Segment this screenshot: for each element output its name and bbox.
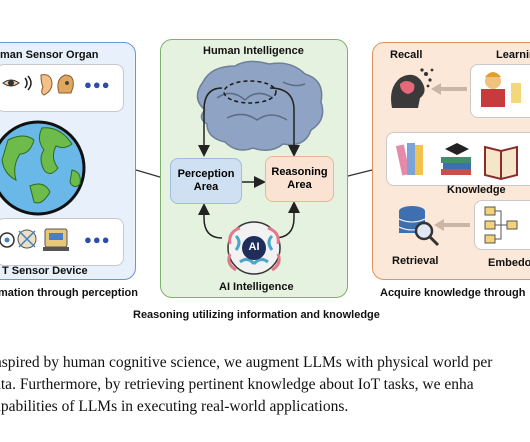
embedding-tree-icon [484, 206, 518, 244]
perception-area-box: Perception Area [170, 158, 242, 204]
head-icon [57, 74, 74, 94]
body-line-2: ata. Furthermore, by retrieving pertinen… [0, 376, 474, 393]
earth-globe-icon [0, 120, 86, 216]
body-line-3: apabilities of LLMs in executing real-wo… [0, 398, 349, 415]
figure-caption: Reasoning utilizing information and know… [133, 309, 380, 321]
body-line-1: nspired by human cognitive science, we a… [0, 354, 493, 371]
reading-student-icon [481, 72, 521, 107]
right-caption: Acquire knowledge through [380, 287, 526, 299]
retrieval-label: Retrieval [392, 255, 439, 267]
body-paragraph: nspired by human cognitive science, we a… [0, 352, 530, 418]
sensor-icon [0, 232, 15, 248]
sensor-device-icons [0, 228, 69, 251]
embedding-label: Embedo [488, 257, 530, 269]
more-dots-bottom: ●●● [84, 232, 111, 247]
satellite-icon [17, 229, 37, 249]
sensor-organ-box [0, 64, 124, 112]
ai-brain-icon [227, 221, 281, 275]
reasoning-area-box: Reasoning Area [265, 156, 334, 202]
graduation-books-icon [441, 143, 471, 175]
learning-box [470, 64, 530, 118]
brain-icon [196, 60, 324, 151]
retrieval-arrow [434, 219, 470, 231]
human-intelligence-title: Human Intelligence [203, 45, 304, 57]
embedding-box [474, 200, 530, 250]
sensor-organ-icons [2, 74, 74, 96]
sensor-organ-label: man Sensor Organ [0, 49, 99, 61]
recall-label: Recall [390, 49, 423, 61]
more-dots-top: ●●● [84, 77, 111, 92]
ai-chip-label: AI [248, 241, 260, 253]
recall-arrow [431, 83, 467, 95]
sensor-device-label: T Sensor Device [2, 265, 88, 277]
sensor-device-box [0, 218, 124, 266]
learning-label: Learnin [496, 49, 530, 61]
eye-icon [2, 79, 20, 87]
recall-head-icon [391, 68, 434, 108]
ai-intelligence-label: AI Intelligence [219, 281, 294, 293]
open-book-icon [484, 145, 518, 181]
knowledge-icons [395, 143, 518, 181]
database-search-icon [398, 206, 440, 247]
knowledge-box [386, 132, 530, 186]
ear-icon [40, 74, 53, 96]
sound-icon [24, 75, 32, 91]
left-caption: mation through perception [0, 287, 138, 299]
device-icon [43, 228, 69, 251]
knowledge-label: Knowledge [447, 184, 506, 196]
books-icon [395, 143, 423, 176]
